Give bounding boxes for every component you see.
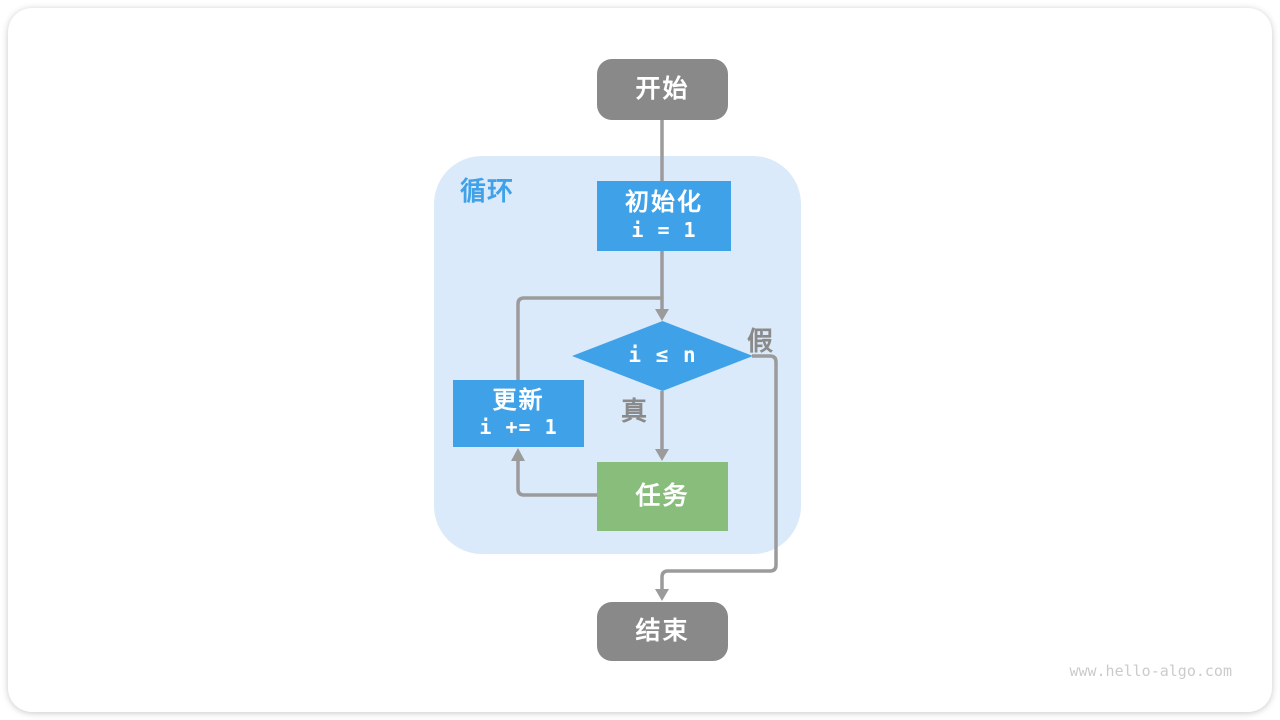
node-update: 更新 i += 1 bbox=[453, 380, 584, 447]
branch-label-true: 真 bbox=[621, 396, 649, 426]
node-task-label: 任务 bbox=[635, 482, 690, 511]
node-start: 开始 bbox=[597, 59, 728, 120]
node-task: 任务 bbox=[597, 462, 728, 531]
node-update-code: i += 1 bbox=[479, 415, 558, 440]
node-update-title: 更新 bbox=[492, 386, 545, 414]
branch-label-false: 假 bbox=[747, 326, 775, 356]
node-init-title: 初始化 bbox=[625, 189, 703, 217]
watermark: www.hello-algo.com bbox=[1069, 662, 1232, 680]
node-end-label: 结束 bbox=[635, 617, 690, 646]
node-init-code: i = 1 bbox=[631, 217, 697, 242]
arrowhead-end-icon bbox=[655, 589, 669, 601]
page-card: 循环 开始 初始化 i = 1 i ≤ n 更新 i += 1 bbox=[8, 8, 1272, 712]
node-start-label: 开始 bbox=[635, 75, 690, 104]
node-condition-label: i ≤ n bbox=[628, 343, 697, 368]
node-end: 结束 bbox=[597, 602, 728, 661]
loop-label: 循环 bbox=[460, 176, 515, 206]
node-init: 初始化 i = 1 bbox=[597, 181, 731, 251]
